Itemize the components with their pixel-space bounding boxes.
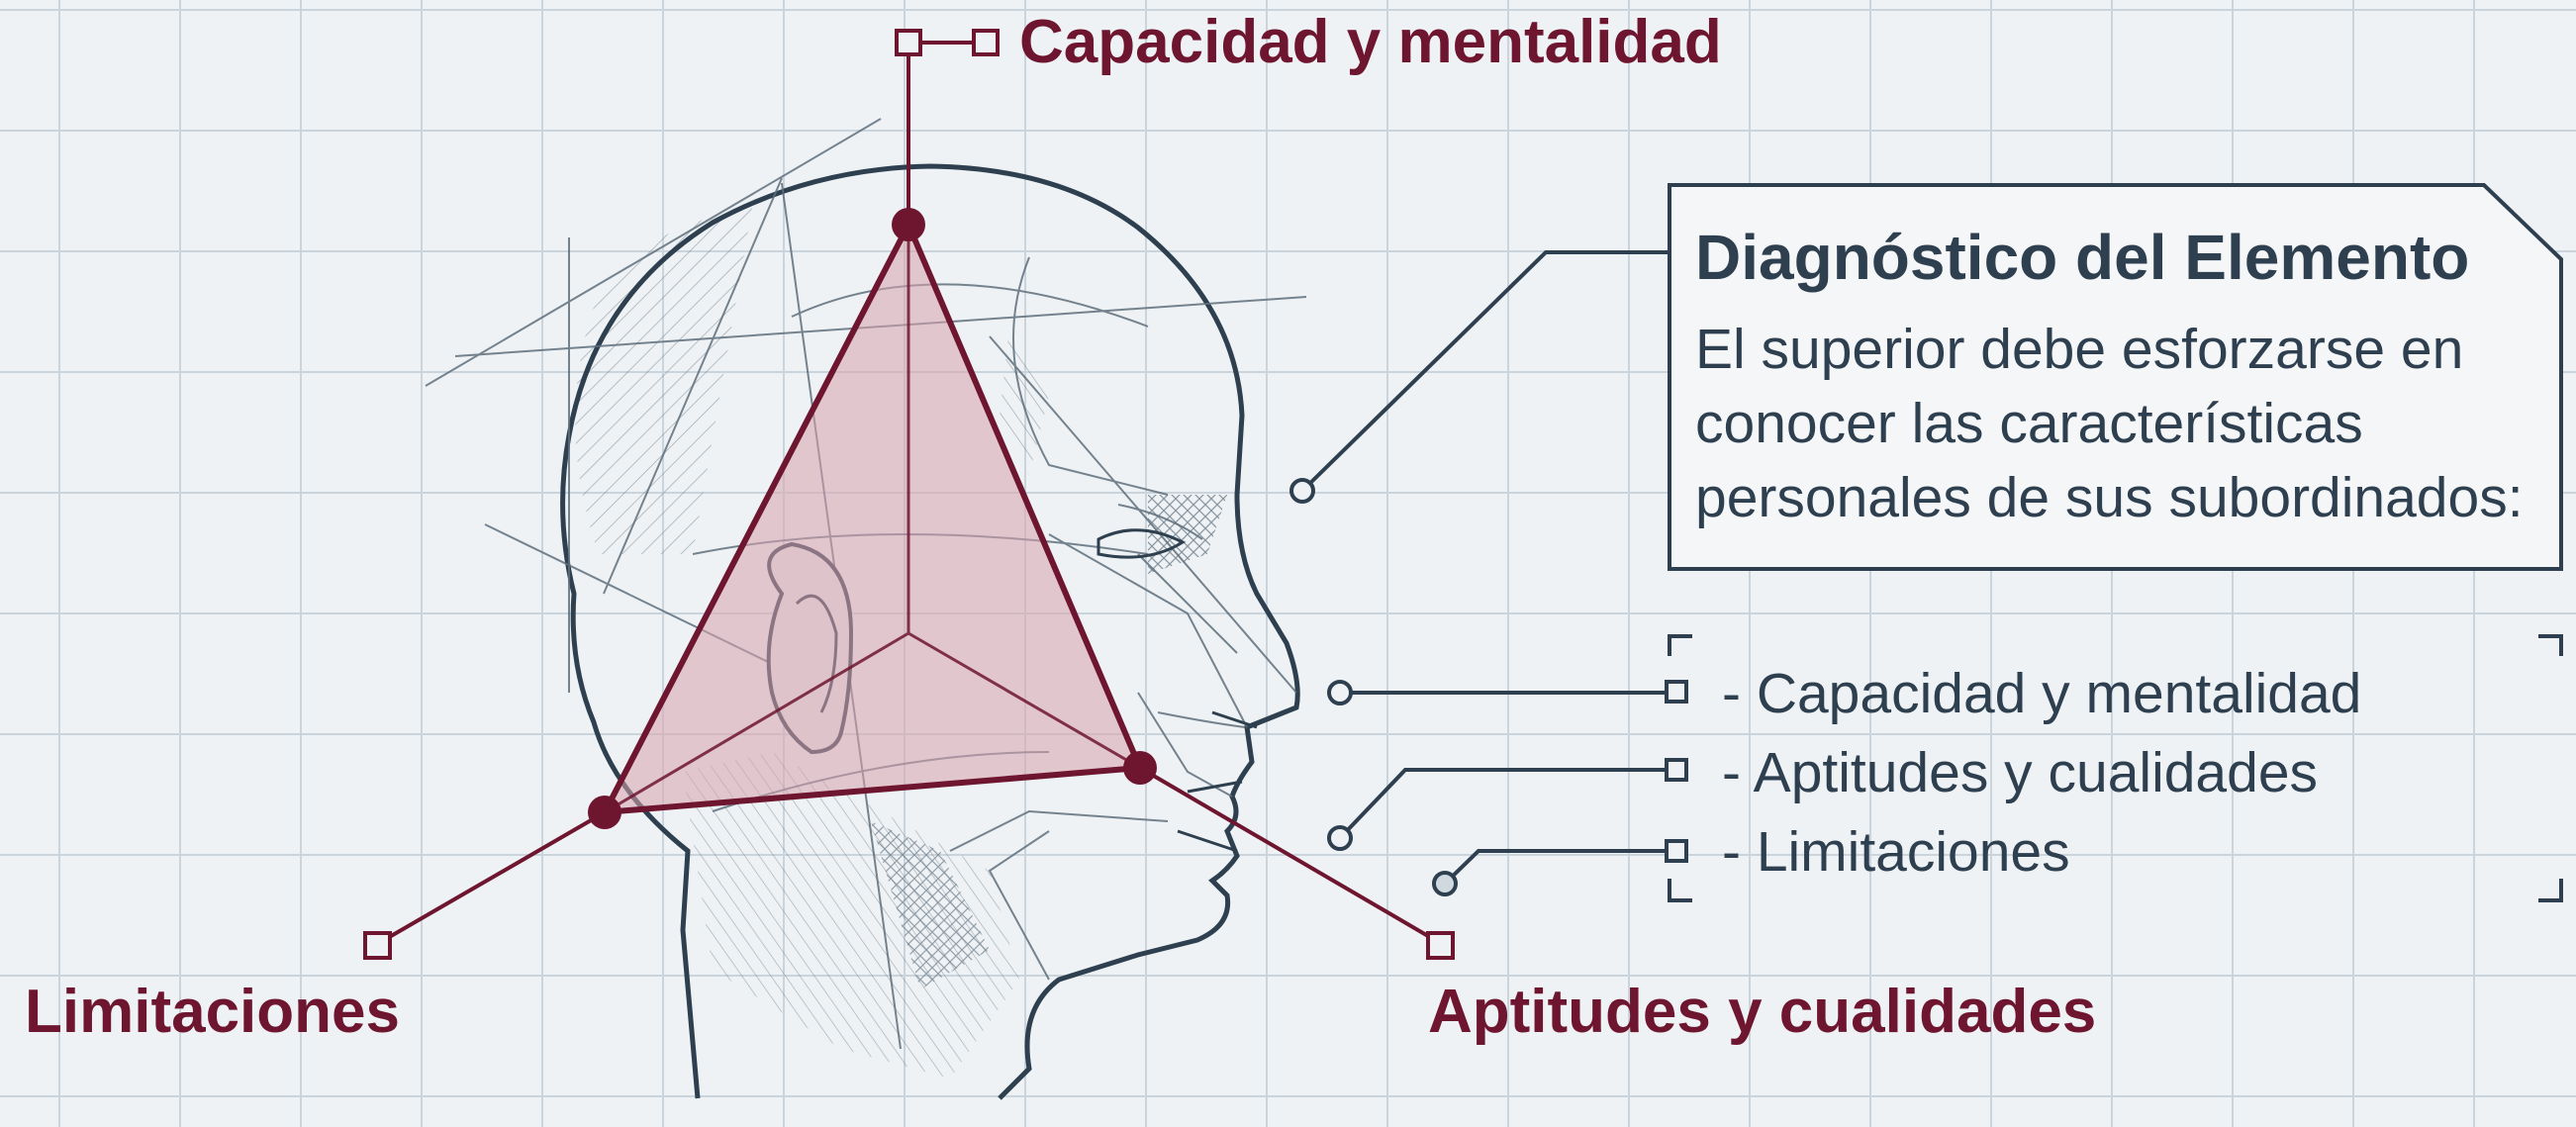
info-box-line: El superior debe esforzarse en <box>1695 318 2463 381</box>
left-connector-square-icon <box>363 931 392 960</box>
label-right: Aptitudes y cualidades <box>1428 978 2096 1046</box>
head-profile-sketch-icon <box>425 118 1307 1100</box>
info-box-line: personales de sus subordinados: <box>1695 466 2524 529</box>
list-connector-dot <box>1327 680 1353 705</box>
list-connector-dot <box>1327 825 1353 851</box>
list-bullet-square-icon <box>1665 680 1688 704</box>
list-item: - Limitaciones <box>1722 820 2070 884</box>
list-item: - Capacidad y mentalidad <box>1722 662 2361 725</box>
diagnosis-triangle <box>363 29 1455 960</box>
list-bullet-square-icon <box>1665 758 1688 782</box>
info-pointer-dot <box>1289 478 1315 504</box>
label-top: Capacidad y mentalidad <box>1019 8 1722 76</box>
top-connector-square-icon <box>895 29 922 56</box>
label-left: Limitaciones <box>25 978 400 1046</box>
top-label-square-icon <box>972 29 1000 56</box>
info-box-title: Diagnóstico del Elemento <box>1695 222 2469 293</box>
info-box: Diagnóstico del Elemento El superior deb… <box>1289 183 2563 571</box>
list-item: - Aptitudes y cualidades <box>1722 741 2318 804</box>
vertex-left-dot <box>588 796 621 829</box>
characteristics-list <box>1327 634 2563 902</box>
list-connector-dot <box>1432 871 1458 896</box>
right-connector-square-icon <box>1426 931 1455 960</box>
list-bullet-square-icon <box>1665 839 1688 863</box>
vertex-right-dot <box>1123 751 1157 785</box>
vertex-top-dot <box>892 208 925 241</box>
info-box-line: conocer las características <box>1695 392 2363 455</box>
